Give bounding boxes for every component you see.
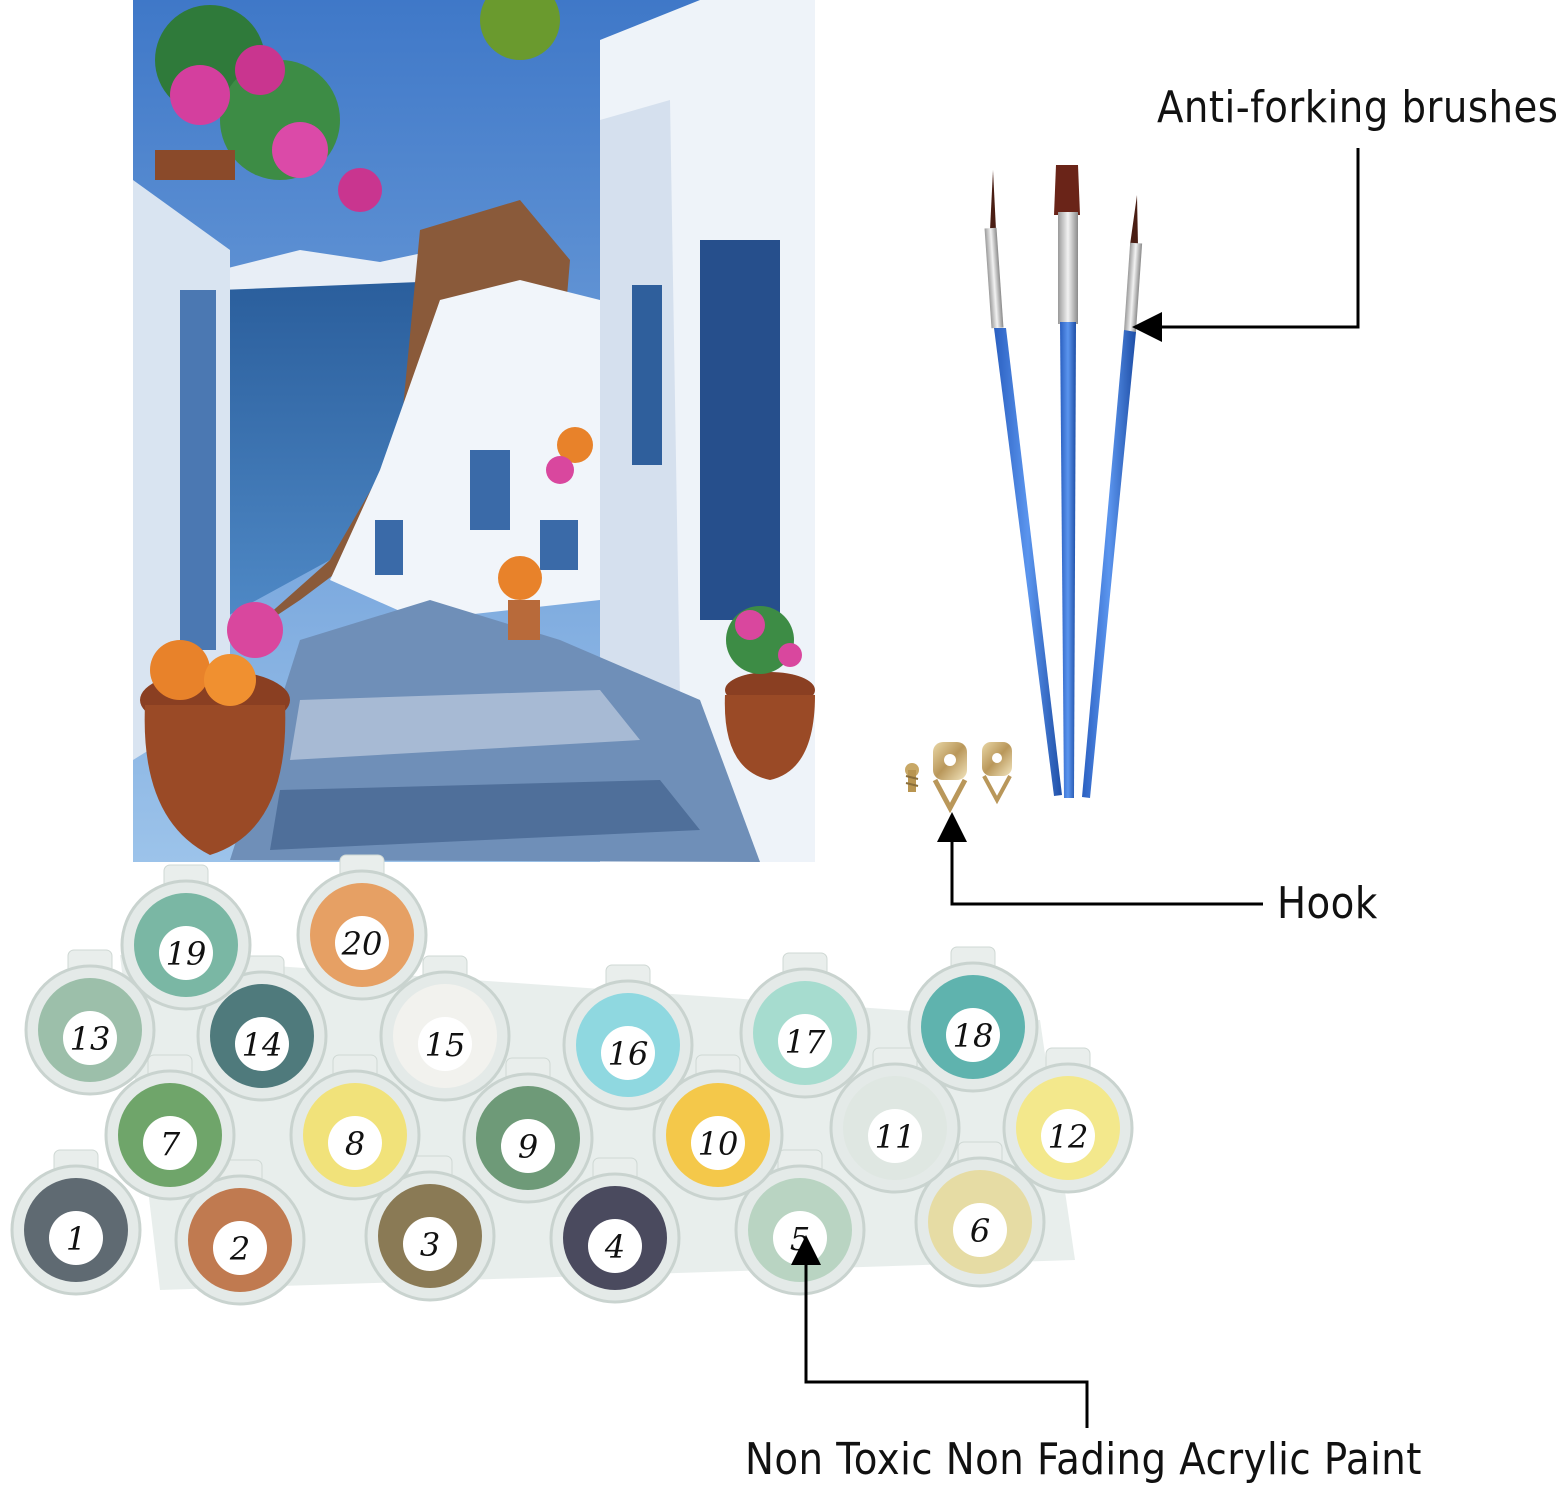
- pot-number: 19: [166, 935, 207, 973]
- pot-number-sticker: [953, 1203, 1007, 1257]
- pot-number: 18: [953, 1017, 994, 1055]
- paint-pot-15: 15: [379, 955, 511, 1102]
- pot-number: 20: [341, 925, 383, 963]
- pot-number-sticker: [691, 1116, 745, 1170]
- paint-pot-9: 9: [462, 1057, 594, 1204]
- brushes: [984, 165, 1143, 798]
- pot-number: 8: [345, 1125, 365, 1163]
- pot-number: 3: [420, 1226, 440, 1264]
- paint-pot-18: 18: [907, 946, 1039, 1093]
- pot-number-sticker: [335, 916, 389, 970]
- pot-number-sticker: [49, 1211, 103, 1265]
- hook-callout-line: [937, 812, 1263, 906]
- pot-number-sticker: [868, 1109, 922, 1163]
- painting-canvas: [133, 0, 815, 862]
- pot-number: 12: [1048, 1118, 1089, 1156]
- pot-number: 7: [160, 1125, 181, 1163]
- paint-pot-10: 10: [652, 1054, 784, 1201]
- pot-number-sticker: [235, 1017, 289, 1071]
- pot-number-sticker: [213, 1221, 267, 1275]
- paint-pot-7: 7: [104, 1054, 236, 1201]
- pot-number: 10: [698, 1125, 739, 1163]
- callout-lines: [791, 148, 1360, 1428]
- paint-pot-12: 12: [1002, 1047, 1134, 1194]
- pot-number-sticker: [143, 1116, 197, 1170]
- paint-pot-13: 13: [24, 949, 156, 1096]
- pot-number: 6: [970, 1212, 990, 1250]
- pot-number: 13: [70, 1020, 111, 1058]
- hooks: [905, 742, 1012, 814]
- hook-icon: [932, 742, 968, 814]
- paint-pot-17: 17: [739, 952, 871, 1099]
- pot-number: 9: [518, 1128, 538, 1166]
- pot-number-sticker: [328, 1116, 382, 1170]
- pot-number-sticker: [946, 1008, 1000, 1062]
- brush-middle: [1054, 165, 1080, 798]
- paint-pot-19: 19: [120, 864, 252, 1011]
- hook-icon-2: [982, 742, 1012, 805]
- paint-pot-5: 5: [734, 1149, 866, 1296]
- pot-number: 15: [425, 1026, 466, 1064]
- screw-icon: [905, 763, 919, 792]
- paint-pot-6: 6: [914, 1141, 1046, 1288]
- pot-number-sticker: [63, 1011, 117, 1065]
- paint-label: Non Toxic Non Fading Acrylic Paint: [745, 1434, 1422, 1485]
- paint-pot-2: 2: [174, 1159, 306, 1306]
- pot-number: 17: [785, 1023, 826, 1061]
- paint-pot-16: 16: [562, 964, 694, 1111]
- pot-number-sticker: [418, 1017, 472, 1071]
- paint-pot-4: 4: [549, 1157, 681, 1304]
- pot-number-sticker: [601, 1026, 655, 1080]
- paint-pot-14: 14: [196, 955, 328, 1102]
- hook-label: Hook: [1277, 878, 1378, 929]
- pot-number-sticker: [1041, 1109, 1095, 1163]
- paint-callout-line: [791, 1235, 1089, 1428]
- brushes-label: Anti-forking brushes: [1157, 82, 1559, 133]
- paint-pot-3: 3: [364, 1155, 496, 1302]
- pot-number-sticker: [778, 1014, 832, 1068]
- pot-number: 14: [242, 1026, 283, 1064]
- pot-number-sticker: [159, 926, 213, 980]
- paint-pot-1: 1: [10, 1149, 142, 1296]
- brush-right: [1082, 195, 1143, 798]
- pot-number: 16: [608, 1035, 649, 1073]
- pot-number: 11: [875, 1118, 916, 1156]
- brush-left: [984, 170, 1062, 796]
- pot-number: 4: [604, 1228, 625, 1266]
- paint-pot-11: 11: [829, 1047, 961, 1194]
- pot-number-sticker: [588, 1219, 642, 1273]
- pot-number: 2: [229, 1230, 250, 1268]
- paint-pot-8: 8: [289, 1054, 421, 1201]
- brushes-callout-line: [1132, 148, 1360, 342]
- pot-number: 1: [66, 1220, 86, 1258]
- pot-number-sticker: [403, 1217, 457, 1271]
- paint-pot-20: 20: [296, 854, 428, 1001]
- pot-number-sticker: [501, 1119, 555, 1173]
